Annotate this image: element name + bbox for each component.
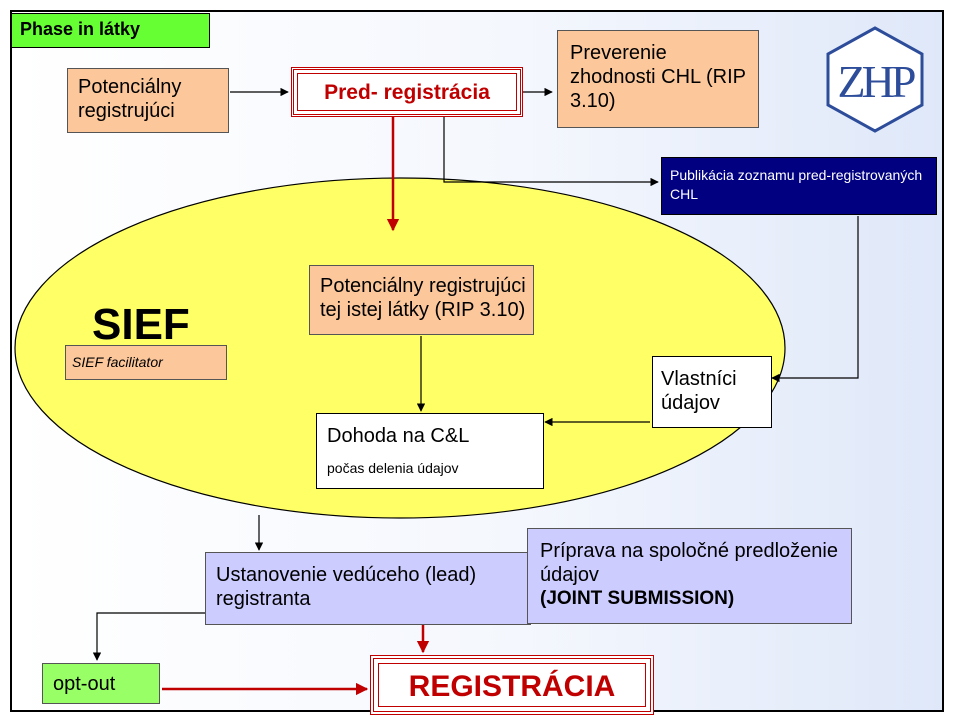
sief-facilitator-text: SIEF facilitator (72, 354, 163, 370)
agreement-title: Dohoda na C&L (327, 425, 470, 447)
verification-text: Preverenie zhodnosti CHL (RIP 3.10) (570, 42, 746, 112)
sief-title: SIEF (92, 300, 190, 349)
joint-prep-text: Príprava na spoločné predloženie údajov (540, 540, 838, 586)
data-owners-text: Vlastníci údajov (661, 368, 737, 414)
potential-registrant-text: Potenciálny registrujúci (78, 76, 182, 122)
potential-registrant-box: Potenciálny registrujúci (67, 68, 229, 133)
publication-text: Publikácia zoznamu pred-registrovaných C… (670, 167, 923, 202)
zhp-logo: ZHP (826, 26, 924, 133)
data-owners-box: Vlastníci údajov (652, 356, 772, 428)
sief-ellipse (14, 177, 786, 519)
agreement-subtitle: počas delenia údajov (327, 460, 459, 476)
publication-box: Publikácia zoznamu pred-registrovaných C… (661, 157, 937, 215)
phase-in-label: Phase in látky (11, 13, 210, 48)
same-substance-registrants-text: Potenciálny registrujúci tej istej látky… (320, 275, 526, 321)
sief-facilitator-box: SIEF facilitator (65, 345, 227, 380)
joint-submission-box: Príprava na spoločné predloženie údajov … (527, 528, 852, 624)
opt-out-text: opt-out (53, 673, 116, 695)
verification-box: Preverenie zhodnosti CHL (RIP 3.10) (557, 30, 759, 128)
joint-submission-text: (JOINT SUBMISSION) (540, 588, 735, 609)
svg-text:ZHP: ZHP (838, 56, 915, 107)
lead-registrant-box: Ustanovenie vedúceho (lead) registranta (205, 552, 531, 625)
registration-box: REGISTRÁCIA (370, 655, 654, 715)
registration-text: REGISTRÁCIA (408, 670, 616, 703)
arrow-prereg-to-publication (443, 117, 659, 187)
arrow-publication-to-owners (771, 216, 859, 383)
arrow-lead-to-optout (92, 612, 205, 661)
same-substance-registrants-box: Potenciálny registrujúci tej istej látky… (309, 265, 534, 335)
pre-registration-box: Pred- registrácia (291, 67, 523, 117)
pre-registration-text: Pred- registrácia (324, 81, 490, 104)
opt-out-box: opt-out (42, 663, 160, 704)
lead-registrant-text: Ustanovenie vedúceho (lead) registranta (216, 564, 477, 610)
agreement-box: Dohoda na C&L počas delenia údajov (316, 413, 544, 489)
